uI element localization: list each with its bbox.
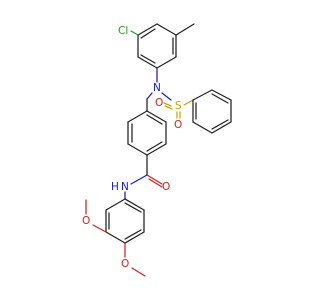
n-ch2-bond: [146, 92, 153, 100]
amide-h-label: H: [111, 181, 119, 193]
methoxy-oxygen-label-2: O: [121, 258, 129, 270]
dimethoxyphenyl-ring: [105, 198, 145, 244]
molecule-diagram: Cl N S O O O H N O O: [82, 23, 232, 277]
methyl-bond: [175, 23, 195, 36]
carbonyl-oxygen-label: O: [162, 181, 170, 193]
sulfonamide-nitrogen-label: N: [153, 82, 161, 94]
carbonyl-double-bond: [146, 174, 163, 185]
methoxy-bond-1: [92, 224, 107, 233]
s-o-bond-2: [163, 102, 172, 107]
methoxy-methyl-bond-2: [131, 267, 146, 277]
sulfur-label: S: [175, 100, 182, 112]
chloro-bond: [130, 30, 139, 36]
n-s-bond: [161, 92, 172, 101]
chlorine-label: Cl: [118, 25, 128, 37]
benzene-ring: [127, 110, 167, 156]
sulfonyl-oxygen-label-1: O: [155, 97, 163, 109]
sulfonyl-oxygen-label-2: O: [174, 119, 182, 131]
s-phenyl-bond: [183, 99, 194, 106]
carbonyl-n-bond: [130, 174, 148, 185]
phenylsulfonyl-ring: [192, 89, 232, 134]
amide-nitrogen-label: N: [121, 181, 129, 193]
molecule-svg: Cl N S O O O H N O O: [82, 23, 232, 277]
chloro-methylphenyl-ring: [137, 23, 177, 69]
methoxy-oxygen-label-1: O: [82, 215, 90, 227]
